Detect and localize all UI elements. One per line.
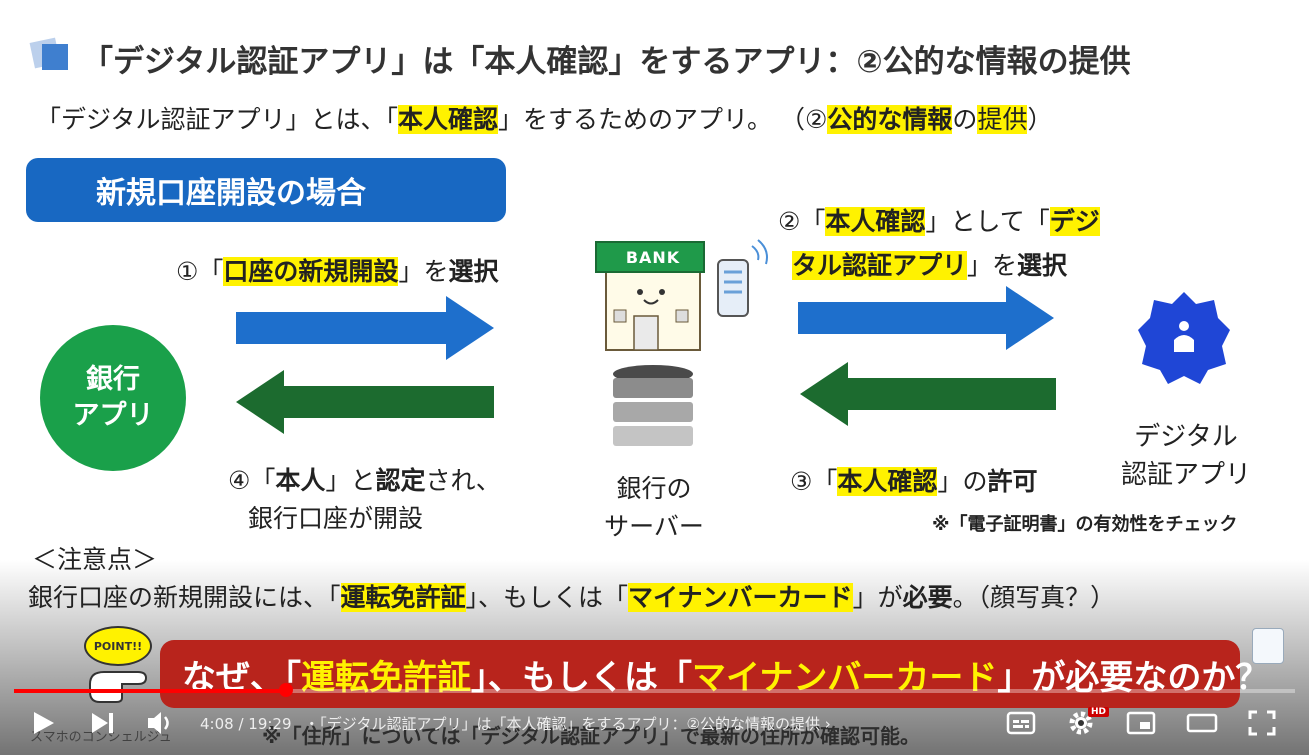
step-highlight: 本人確認 — [825, 207, 926, 236]
caution-highlight: マイナンバーカード — [628, 583, 853, 612]
digital-app-label-line: デジタル — [1134, 422, 1238, 452]
subtitle-highlight: 提供 — [977, 105, 1028, 134]
step-text: 」として「 — [925, 207, 1050, 236]
subtitle-text: 」をするためのアプリ。 （② — [498, 105, 828, 134]
arrow-left-icon — [800, 362, 1056, 426]
caution-part: 銀行口座の新規開設には、「 — [28, 583, 341, 612]
subtitles-icon[interactable] — [1006, 710, 1036, 736]
channel-logo-icon — [1252, 628, 1284, 664]
certificate-check-note: ※「電子証明書」の有効性をチェック — [932, 514, 1238, 535]
step-text: され、 — [425, 466, 501, 495]
slide-subtitle: 「デジタル認証アプリ」とは、「本人確認」をするためのアプリ。 （②公的な情報の提… — [36, 100, 1052, 136]
digital-app-label: デジタル 認証アプリ — [1118, 418, 1254, 494]
server-label: 銀行の サーバー — [604, 470, 704, 546]
current-time: 4:08 — [200, 715, 234, 733]
bank-app-circle: 銀行アプリ — [40, 325, 186, 471]
caution-bold: 必要 — [902, 583, 953, 612]
banner-text: 」、もしくは「 — [471, 657, 692, 698]
case-label: 新規口座開設の場合 — [26, 158, 506, 222]
caution-highlight: 運転免許証 — [340, 583, 466, 612]
bank-building-icon — [595, 239, 768, 351]
title-decoration-square — [42, 44, 68, 70]
step-highlight: 口座の新規開設 — [223, 257, 399, 286]
step4-label: ④「本人」と認定され、 銀行口座が開設 — [228, 462, 501, 538]
progress-bar-played — [14, 689, 286, 693]
subtitle-highlight: 本人確認 — [398, 105, 499, 134]
step1-label: ①「口座の新規開設」を選択 — [176, 252, 498, 288]
step-text: 」の — [937, 467, 988, 496]
step-text: 」を — [967, 251, 1018, 280]
caution-part: 」が — [852, 583, 903, 612]
duration: 19:29 — [248, 715, 292, 733]
step-highlight: デジ — [1049, 207, 1100, 236]
step-text: ②「 — [778, 207, 826, 236]
caution-title: ＜注意点＞ — [32, 545, 158, 574]
next-icon[interactable] — [90, 710, 116, 736]
server-label-line: 銀行の — [616, 474, 692, 503]
bank-app-label: 銀行 — [86, 363, 140, 395]
banner-highlight: マイナンバーカード — [692, 657, 998, 698]
arrow-right-icon — [798, 286, 1054, 350]
banner-highlight: 運転免許証 — [301, 657, 471, 698]
subtitle-text: ） — [1027, 105, 1053, 134]
step-text: ①「 — [176, 257, 224, 286]
question-banner: なぜ、「運転免許証」、もしくは「マイナンバーカード」が必要なのか？ — [160, 640, 1269, 708]
bank-app-label: アプリ — [72, 400, 154, 431]
step2-label: ②「本人確認」として「デジ タル認証アプリ」を選択 — [778, 200, 1100, 288]
subtitle-highlight: 公的な情報 — [827, 105, 953, 134]
time-display: 4:08 / 19:29 ・「デジタル認証アプリ」は「本人確認」をするアプリ：②… — [200, 713, 831, 734]
step-highlight: タル認証アプリ — [792, 251, 968, 280]
digital-app-label-line: 認証アプリ — [1120, 460, 1251, 490]
play-icon[interactable] — [32, 710, 56, 736]
step3-label: ③「本人確認」の許可 — [790, 462, 1037, 498]
slide-title: 「デジタル認証アプリ」は「本人確認」をするアプリ：②公的な情報の提供 — [82, 44, 1131, 80]
subtitle-text: 「デジタル認証アプリ」とは、「 — [36, 105, 399, 134]
database-icon — [613, 365, 693, 446]
step-text: ④「 — [228, 466, 276, 495]
step-text: 選択 — [448, 257, 499, 286]
chapter-title[interactable]: ・「デジタル認証アプリ」は「本人確認」をするアプリ：②公的な情報の提供 › — [304, 715, 831, 733]
settings-gear-icon[interactable] — [1066, 708, 1096, 738]
miniplayer-icon[interactable] — [1126, 711, 1156, 735]
bank-sign: BANK — [625, 248, 681, 267]
banner-text: 」が必要なのか？ — [997, 657, 1270, 698]
step4-line2: 銀行口座が開設 — [248, 504, 424, 533]
step-bold: 本人 — [275, 466, 326, 495]
hd-badge: HD — [1088, 707, 1110, 717]
subtitle-text: の — [952, 105, 978, 134]
digital-auth-app-icon — [1138, 292, 1230, 384]
step-bold: 認定 — [375, 466, 426, 495]
step-bold: 許可 — [987, 467, 1038, 496]
step-text: 選択 — [1017, 251, 1068, 280]
step-text: 」と — [325, 466, 376, 495]
caution-text: 銀行口座の新規開設には、「運転免許証」、もしくは「マイナンバーカード」が必要。（… — [28, 578, 1115, 614]
fullscreen-icon[interactable] — [1248, 710, 1276, 736]
pointing-hand-icon — [89, 671, 148, 703]
arrow-left-icon — [236, 370, 494, 434]
step-text: 」を — [398, 257, 449, 286]
theater-mode-icon[interactable] — [1186, 711, 1218, 735]
caution-part: 。（顔写真？） — [952, 583, 1116, 612]
time-separator: / — [233, 715, 249, 733]
volume-icon[interactable] — [146, 709, 176, 737]
scrubber-handle[interactable] — [279, 683, 293, 697]
channel-watermark: スマホのコンシェルジュ — [30, 730, 172, 745]
address-note: ※「住所」については「デジタル認証アプリ」で最新の住所が確認可能。 — [262, 724, 921, 748]
server-label-line: サーバー — [604, 512, 704, 541]
step-highlight: 本人確認 — [837, 467, 938, 496]
caution-part: 」、もしくは「 — [465, 583, 629, 612]
step-text: ③「 — [790, 467, 838, 496]
progress-bar[interactable] — [14, 689, 1295, 693]
arrow-right-icon — [236, 296, 494, 360]
point-badge: POINT!! — [84, 626, 152, 666]
